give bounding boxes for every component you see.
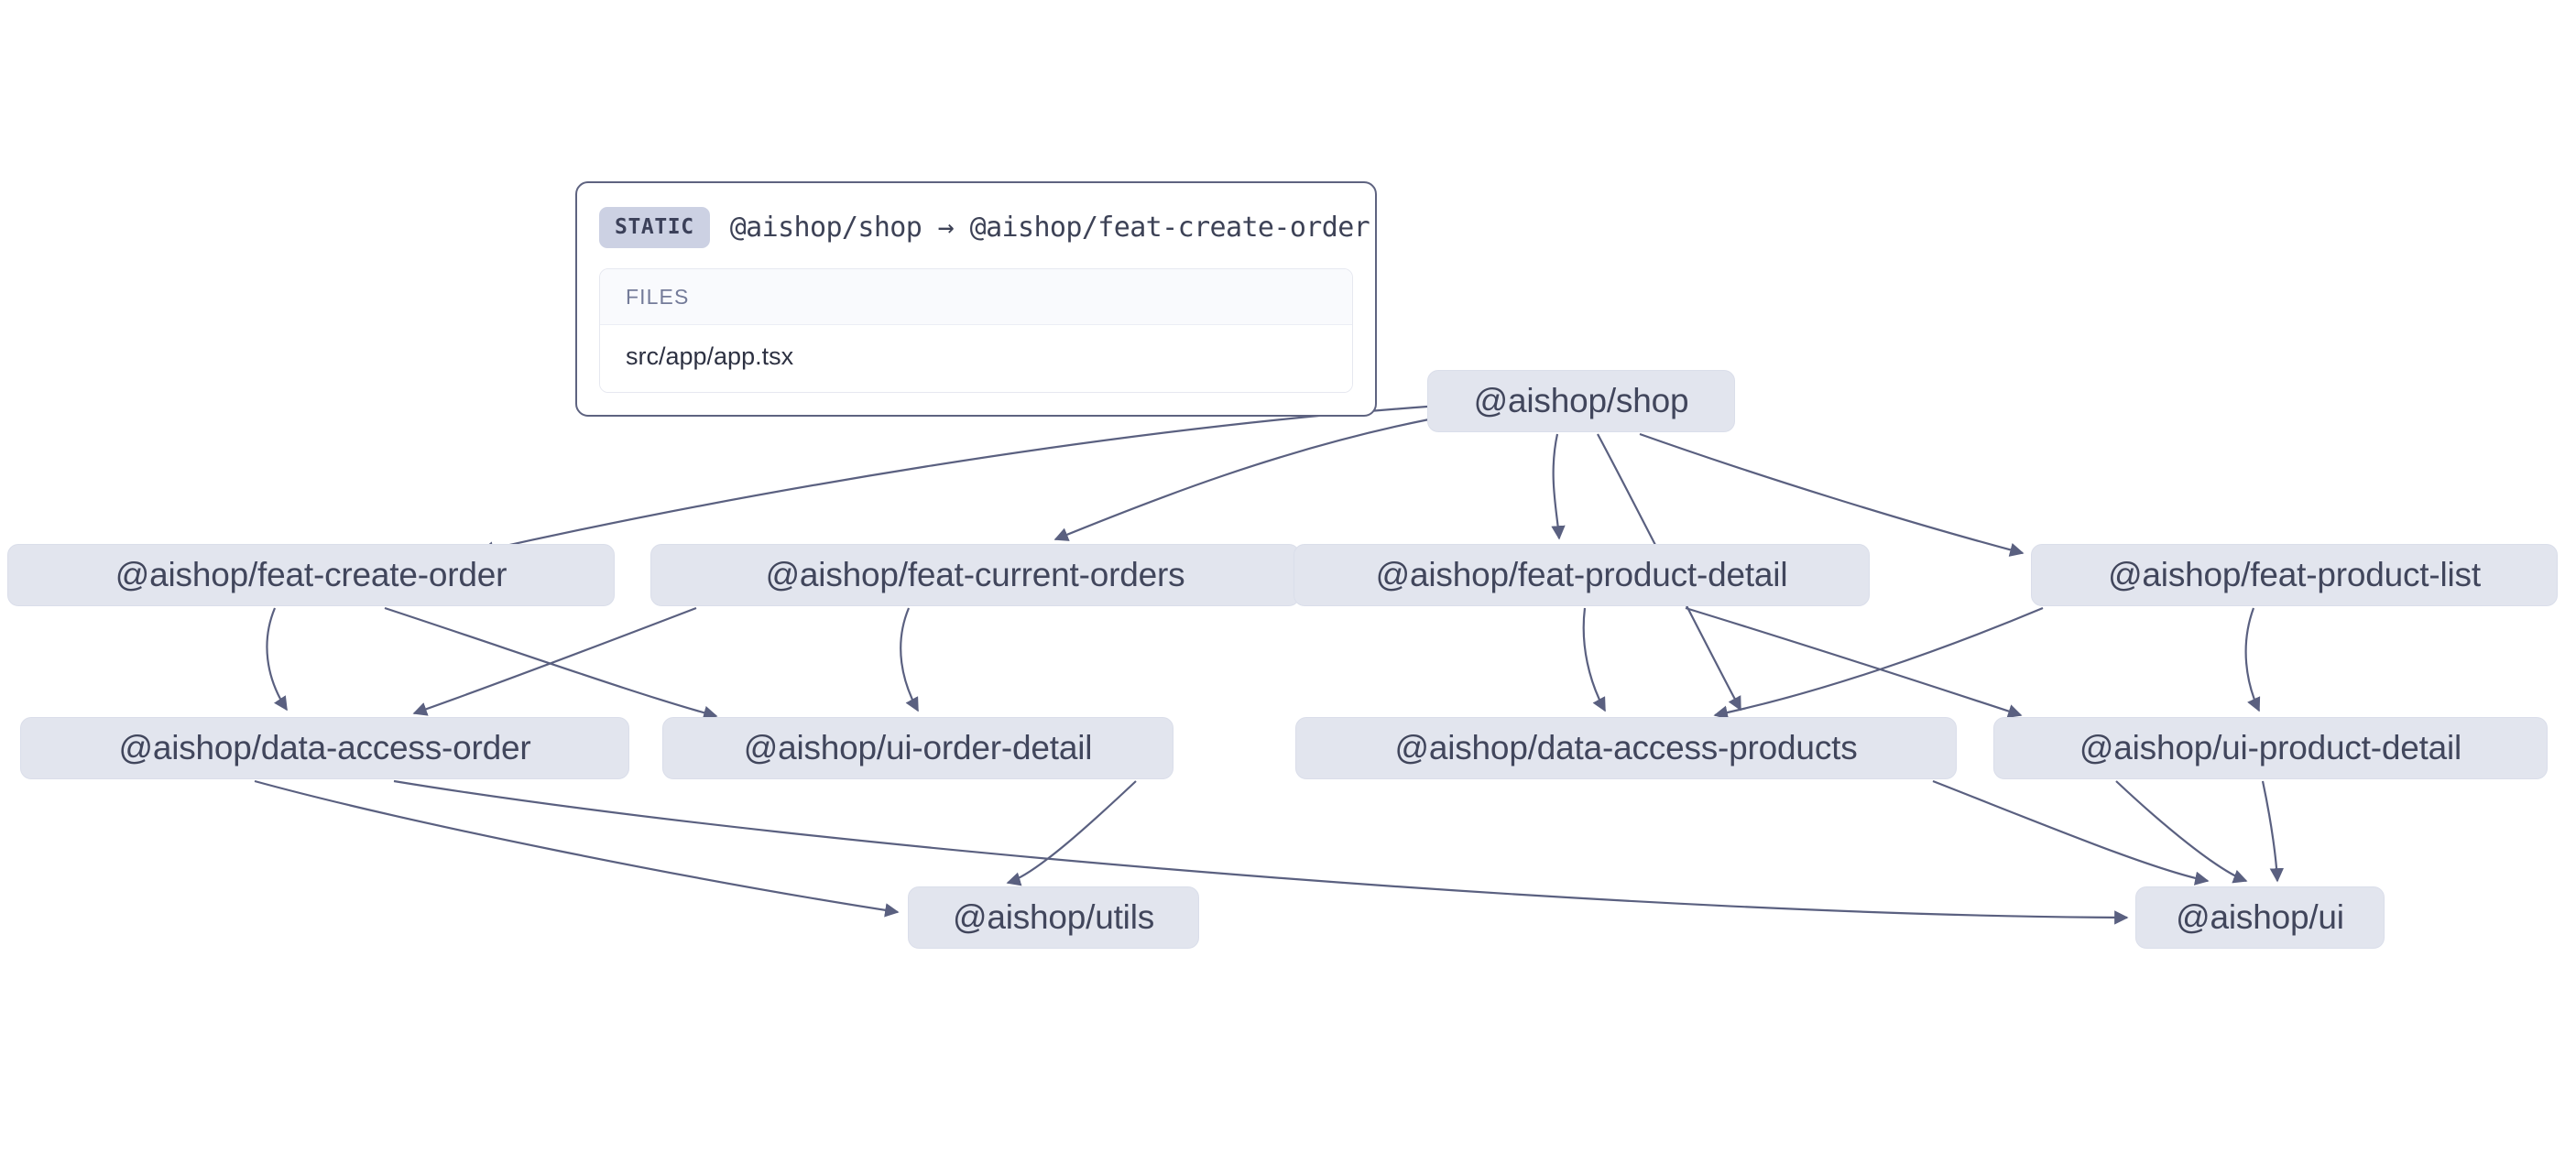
graph-node-feat-product-list[interactable]: @aishop/feat-product-list (2031, 544, 2558, 606)
static-badge: STATIC (599, 207, 710, 248)
graph-edge-shop-to-feat-current-orders[interactable] (1053, 418, 1430, 541)
graph-edge-data-access-products-to-ui[interactable] (1932, 779, 2210, 886)
graph-edge-feat-current-orders-to-data-access-order[interactable] (412, 606, 697, 716)
graph-edge-data-access-order-to-utils[interactable] (254, 779, 900, 918)
graph-edge-feat-create-order-to-data-access-order[interactable] (266, 607, 288, 712)
file-list-item[interactable]: src/app/app.tsx (600, 325, 1352, 392)
graph-edge-feat-product-detail-to-ui-product-detail[interactable] (1685, 606, 2023, 718)
edge-detail-card[interactable]: STATIC @aishop/shop → @aishop/feat-creat… (575, 181, 1377, 417)
graph-edge-feat-product-list-to-ui-product-detail[interactable] (2244, 607, 2261, 712)
graph-node-utils[interactable]: @aishop/utils (908, 886, 1199, 949)
graph-edge-feat-current-orders-to-ui-order-detail[interactable] (900, 607, 919, 712)
edge-card-title: @aishop/shop → @aishop/feat-create-order (729, 212, 1370, 244)
graph-edge-ui-product-detail-to-ui[interactable] (2115, 780, 2248, 884)
graph-node-feat-current-orders[interactable]: @aishop/feat-current-orders (650, 544, 1300, 606)
edge-card-header: STATIC @aishop/shop → @aishop/feat-creat… (599, 203, 1370, 268)
graph-node-shop[interactable]: @aishop/shop (1427, 370, 1735, 432)
files-panel-header: FILES (600, 269, 1352, 325)
graph-edge-shop-to-feat-product-detail[interactable] (1551, 433, 1566, 540)
graph-edge-feat-product-list-to-data-access-products[interactable] (1713, 606, 2044, 720)
graph-edge-shop-to-feat-product-list[interactable] (1639, 432, 2025, 557)
graph-node-feat-product-detail[interactable]: @aishop/feat-product-detail (1293, 544, 1870, 606)
graph-node-data-access-products[interactable]: @aishop/data-access-products (1295, 717, 1957, 779)
graph-node-ui[interactable]: @aishop/ui (2135, 886, 2385, 949)
graph-edge-feat-create-order-to-ui-order-detail[interactable] (384, 606, 718, 720)
files-panel: FILES src/app/app.tsx (599, 268, 1353, 393)
graph-edge-ui-product-detail-to-ui-down[interactable] (2261, 780, 2285, 883)
graph-node-feat-create-order[interactable]: @aishop/feat-create-order (7, 544, 615, 606)
graph-edge-ui-order-detail-to-utils[interactable] (1006, 780, 1137, 886)
graph-edge-shop-to-feat-create-order[interactable] (479, 405, 1428, 556)
graph-node-ui-order-detail[interactable]: @aishop/ui-order-detail (662, 717, 1173, 779)
graph-edge-feat-product-detail-to-data-access-products[interactable] (1582, 607, 1606, 712)
graph-edge-data-access-order-to-ui[interactable] (393, 779, 2129, 925)
graph-node-data-access-order[interactable]: @aishop/data-access-order (20, 717, 629, 779)
graph-node-ui-product-detail[interactable]: @aishop/ui-product-detail (1993, 717, 2548, 779)
